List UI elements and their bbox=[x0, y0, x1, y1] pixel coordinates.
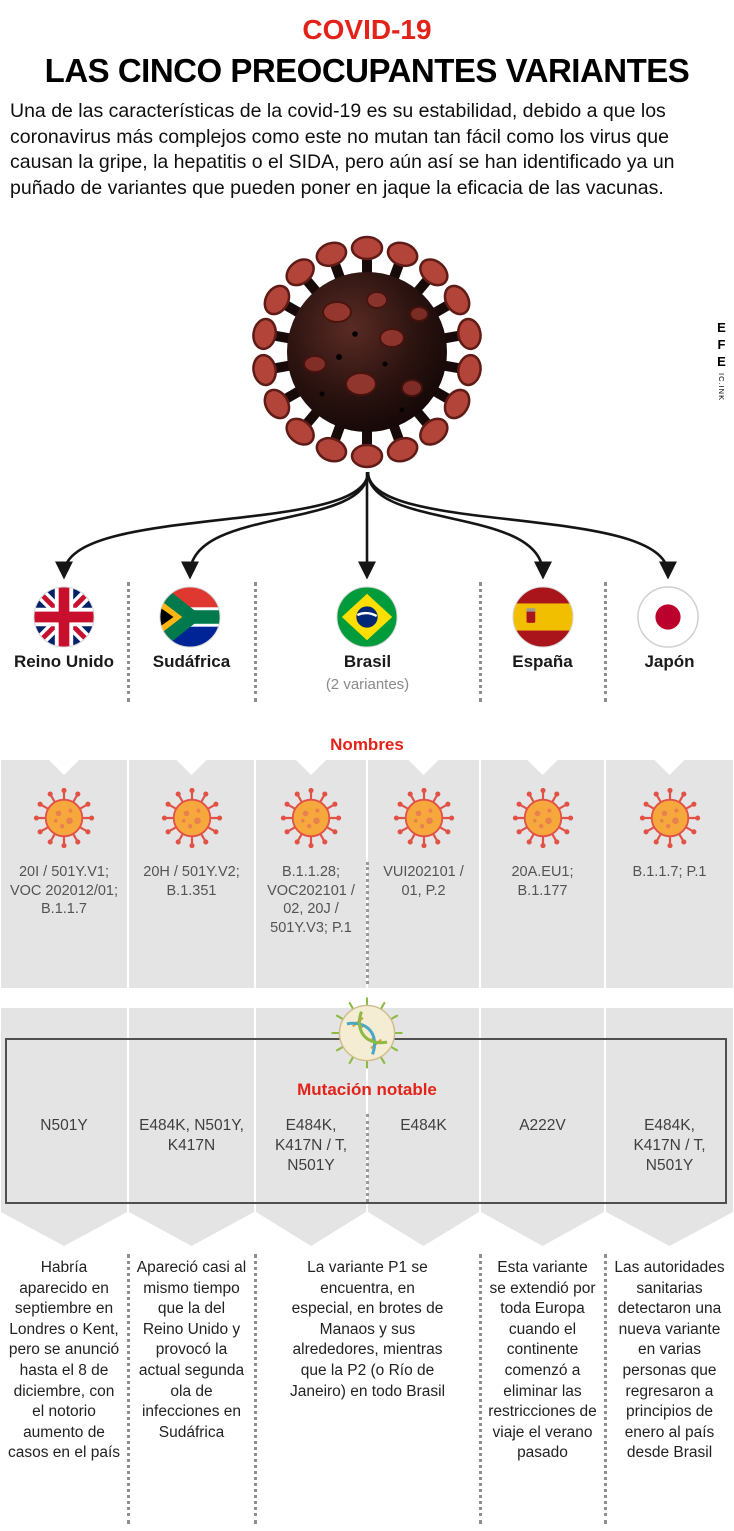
variant-names: 20I / 501Y.V1; VOC 202012/01; B.1.1.7 bbox=[9, 864, 119, 918]
country-label-japon: Japón bbox=[644, 652, 695, 671]
mutation-value: A222V bbox=[519, 1117, 566, 1134]
virus-icon bbox=[511, 786, 575, 850]
divider bbox=[254, 582, 257, 702]
variant-description-reino-unido: Habría aparecido en septiembre en Londre… bbox=[8, 1259, 121, 1462]
variant-names: B.1.1.28; VOC202101 / 02, 20J / 501Y.V3;… bbox=[267, 864, 355, 936]
country-label-espana: España bbox=[512, 652, 573, 671]
efe-logo: EFE bbox=[714, 320, 729, 371]
credit-id: IC.INK bbox=[717, 373, 726, 402]
mutation-section-title: Mutación notable bbox=[297, 1080, 437, 1099]
virus-icon bbox=[638, 786, 702, 850]
flag-japon bbox=[637, 586, 699, 648]
mutation-value: E484K bbox=[400, 1117, 447, 1134]
mutation-value: E484K, N501Y, K417N bbox=[139, 1117, 244, 1155]
country-label-sudafrica: Sudáfrica bbox=[152, 652, 231, 671]
variant-panel: 20I / 501Y.V1; VOC 202012/01; B.1.1.7 bbox=[1, 760, 127, 988]
mutation-panel bbox=[481, 1008, 604, 1246]
variant-description-brasil: La variante P1 se encuentra, en especial… bbox=[289, 1259, 446, 1400]
flag-espana bbox=[512, 586, 574, 648]
divider bbox=[479, 582, 482, 702]
country-note-brasil: (2 variantes) bbox=[325, 676, 410, 693]
mutation-value: E484K, K417N / T, N501Y bbox=[633, 1117, 706, 1175]
variant-panel: B.1.1.7; P.1 bbox=[606, 760, 733, 988]
divider bbox=[604, 582, 607, 702]
page-title: LAS CINCO PREOCUPANTES VARIANTES bbox=[44, 52, 690, 89]
divider bbox=[366, 1114, 369, 1202]
mutation-value: N501Y bbox=[40, 1117, 88, 1134]
flag-sudafrica bbox=[159, 586, 221, 648]
variant-panel: 20A.EU1; B.1.177 bbox=[481, 760, 604, 988]
divider bbox=[254, 1254, 257, 1524]
country-label-reino-unido: Reino Unido bbox=[13, 652, 115, 671]
divider bbox=[604, 1254, 607, 1524]
variant-names: 20A.EU1; B.1.177 bbox=[511, 864, 574, 899]
mutation-panel bbox=[1, 1008, 127, 1246]
variant-panel: B.1.1.28; VOC202101 / 02, 20J / 501Y.V3;… bbox=[256, 760, 366, 988]
variant-names: VUI202101 / 01, P.2 bbox=[383, 864, 464, 899]
variant-description-sudafrica: Apareció casi al mismo tiempo que la del… bbox=[136, 1259, 247, 1441]
mutation-panel bbox=[606, 1008, 733, 1246]
virus-icon bbox=[392, 786, 456, 850]
coronavirus-illustration-icon bbox=[249, 235, 485, 469]
variant-names: 20H / 501Y.V2; B.1.351 bbox=[143, 864, 240, 899]
kicker: COVID-19 bbox=[302, 14, 432, 45]
divider bbox=[479, 1254, 482, 1524]
virus-icon bbox=[160, 786, 224, 850]
agency-credit: EFE IC.INK bbox=[714, 320, 729, 401]
variant-description-japon: Las autoridades sanitarias detectaron un… bbox=[614, 1259, 725, 1462]
flag-brasil bbox=[336, 586, 398, 648]
names-section-title: Nombres bbox=[330, 735, 404, 754]
mutation-panel bbox=[129, 1008, 254, 1246]
branch-arrows bbox=[54, 471, 678, 580]
virus-icon bbox=[32, 786, 96, 850]
virus-icon bbox=[279, 786, 343, 850]
intro-paragraph: Una de las características de la covid-1… bbox=[10, 100, 675, 199]
dna-icon bbox=[331, 997, 403, 1069]
variant-panel: 20H / 501Y.V2; B.1.351 bbox=[129, 760, 254, 988]
mutation-value: E484K, K417N / T, N501Y bbox=[274, 1117, 348, 1175]
variant-description-espana: Esta variante se extendió por toda Europ… bbox=[488, 1259, 597, 1462]
flag-reino-unido bbox=[33, 586, 95, 648]
divider bbox=[127, 582, 130, 702]
variant-panel: VUI202101 / 01, P.2 bbox=[368, 760, 479, 988]
divider bbox=[127, 1254, 130, 1524]
variant-names: B.1.1.7; P.1 bbox=[632, 864, 707, 880]
divider bbox=[366, 862, 369, 984]
country-label-brasil: Brasil bbox=[343, 652, 392, 671]
